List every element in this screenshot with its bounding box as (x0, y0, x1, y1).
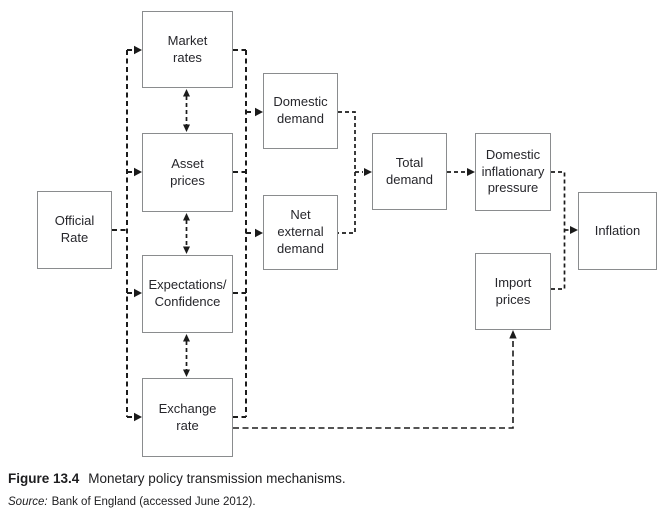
box-label: Inflation (594, 222, 641, 238)
box-exchange-rate: Exchange rate (142, 378, 233, 457)
arrowhead (183, 334, 190, 342)
arrowhead (183, 213, 190, 221)
figure-source: Source:Bank of England (accessed June 20… (8, 496, 256, 508)
collector-line (338, 111, 356, 234)
figure-title: Monetary policy transmission mechanisms. (88, 471, 346, 486)
pressure-import-join-line (551, 171, 566, 290)
box-expectations-confidence: Expectations/ Confidence (142, 255, 233, 333)
figure-caption: Figure 13.4 Monetary policy transmission … (8, 471, 346, 486)
box-label: Import prices (494, 274, 532, 307)
arrowhead (255, 107, 263, 117)
box-label: Expectations/ Confidence (148, 277, 227, 309)
arrowhead (183, 246, 190, 254)
arrowhead (183, 124, 190, 132)
box-net-external-demand: Net external demand (263, 195, 338, 270)
right-trunk (233, 49, 254, 418)
box-domestic-demand: Domestic demand (263, 73, 338, 149)
arrowhead (134, 167, 142, 177)
arrowhead (570, 226, 578, 234)
arrowhead (134, 412, 142, 422)
box-total-demand: Total demand (372, 133, 447, 210)
box-label: Total demand (386, 154, 433, 187)
demand-collector (338, 111, 363, 234)
figure-number: Figure 13.4 (8, 471, 80, 486)
source-text: Bank of England (accessed June 2012). (51, 496, 256, 508)
box-label: Domestic inflationary pressure (481, 146, 545, 196)
box-label: Exchange rate (158, 400, 217, 433)
arrowhead (183, 369, 190, 377)
arrowhead (134, 45, 142, 55)
arrowhead (364, 168, 372, 176)
box-import-prices: Import prices (475, 253, 551, 330)
arrowhead (255, 228, 263, 238)
box-market-rates: Market rates (142, 11, 233, 88)
trunk-arrowheads (134, 45, 263, 422)
box-asset-prices: Asset prices (142, 133, 233, 212)
box-label: Domestic demand (273, 94, 328, 126)
arrowhead (467, 168, 475, 176)
arrowhead (509, 330, 517, 339)
arrowhead (183, 89, 190, 97)
arrowhead (134, 288, 142, 298)
box-label: Asset prices (170, 155, 205, 188)
box-inflation: Inflation (578, 192, 657, 270)
box-domestic-inflationary-pressure: Domestic inflationary pressure (475, 133, 551, 211)
box-label: Market rates (167, 32, 208, 65)
source-label: Source: (8, 496, 48, 508)
box-label: Official Rate (54, 213, 95, 245)
pipeline-arrows (447, 171, 569, 290)
exchange-to-import-line (233, 339, 514, 429)
box-official-rate: Official Rate (37, 191, 112, 269)
box-label: Net external demand (277, 207, 324, 256)
bidirectional-arrowheads (183, 89, 190, 377)
left-trunk (112, 49, 134, 418)
